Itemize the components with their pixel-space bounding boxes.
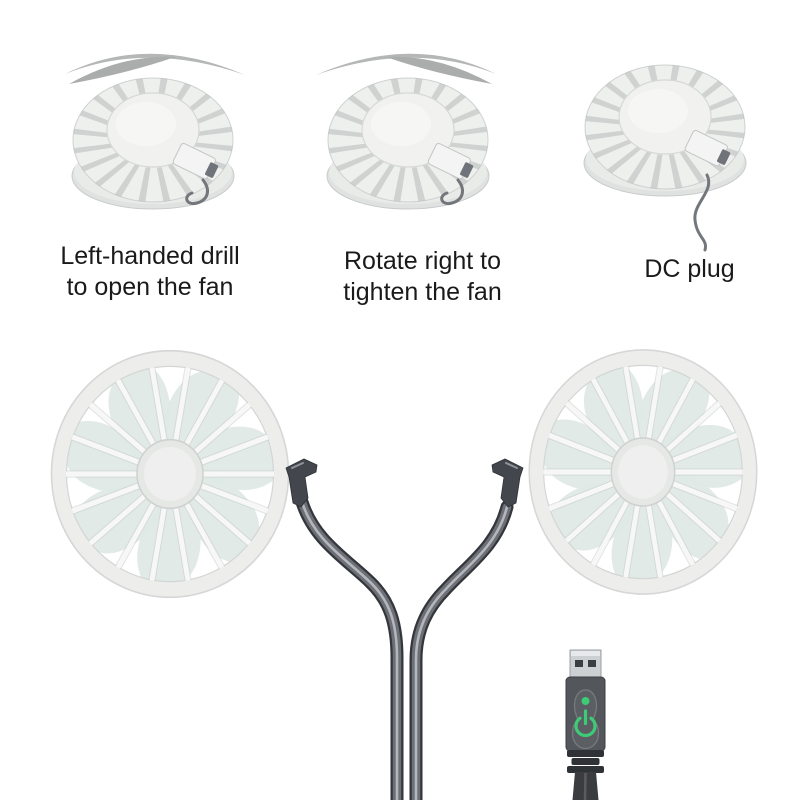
neck-fan-left: [50, 349, 290, 599]
fan-top-view-open: [71, 77, 235, 210]
usb-strain-relief: [567, 750, 604, 773]
caption-dc-plug: DC plug: [612, 254, 767, 285]
power-icon: [574, 709, 597, 737]
rotate-right-arrow-icon: [316, 53, 496, 84]
fan-top-view-tighten: [326, 77, 490, 210]
usb-slot-right: [588, 660, 596, 667]
caption-open-fan-line2: to open the fan: [66, 273, 234, 301]
caption-open-fan: Left-handed drill to open the fan: [25, 241, 275, 303]
caption-open-fan-line1: Left-handed drill: [60, 242, 240, 270]
usb-slot-left: [575, 660, 583, 667]
led-indicator-dot-icon: [581, 697, 590, 705]
caption-tighten-fan-line1: Rotate right to: [343, 247, 502, 275]
fan-top-view-dc-plug: [583, 64, 747, 252]
rotate-left-arrow-icon: [65, 53, 245, 84]
caption-tighten-fan: Rotate right to tighten the fan: [315, 246, 530, 308]
neck-fan-right: [528, 349, 758, 595]
usb-plug: [565, 649, 606, 800]
caption-tighten-fan-line2: tighten the fan: [343, 278, 502, 306]
caption-dc-plug-line1: DC plug: [644, 255, 735, 283]
gooseneck-cables: [285, 458, 524, 800]
usb-plug-highlight: [571, 651, 600, 656]
usb-cable-groove: [583, 772, 587, 800]
